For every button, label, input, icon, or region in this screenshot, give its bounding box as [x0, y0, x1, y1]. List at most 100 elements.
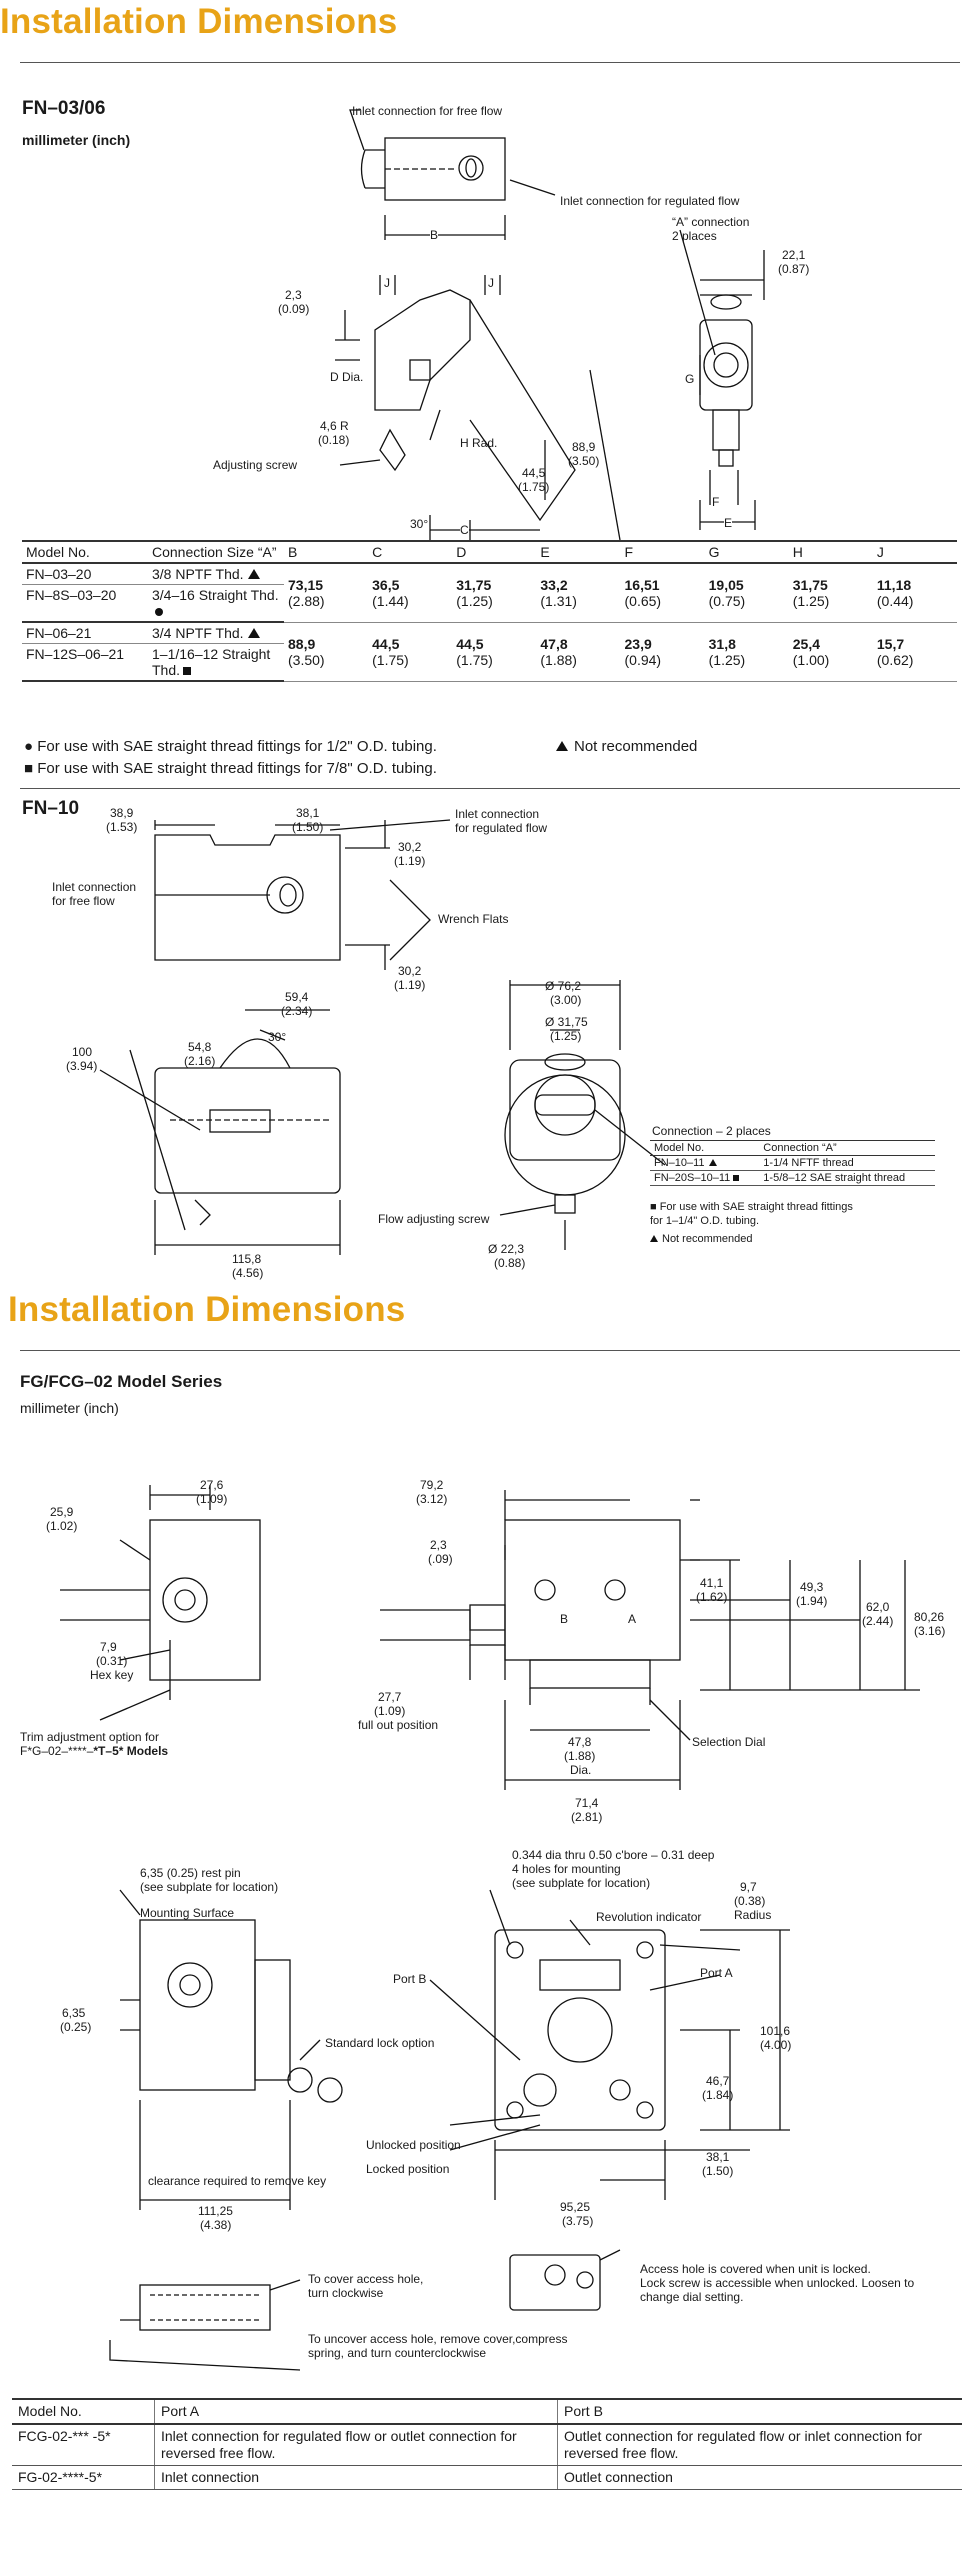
g1-g: 19,05(0.75): [704, 563, 789, 623]
fg-dim-7-9: 7,9: [100, 1640, 117, 1654]
fn0306-label-inlet-free: Inlet connection for free flow: [352, 104, 503, 118]
fn10-conn-title: Connection – 2 places: [652, 1124, 771, 1138]
th-d: D: [452, 540, 537, 564]
fn0306-note-1: ● For use with SAE straight thread fitti…: [24, 738, 437, 755]
fn10-note-1b: for 1–1/4" O.D. tubing.: [650, 1215, 760, 1227]
fn0306-label-inlet-regulated: Inlet connection for regulated flow: [560, 194, 740, 208]
fg-dim-62-0: 62,0: [866, 1600, 890, 1614]
fg-unlocked: Unlocked position: [366, 2138, 461, 2152]
fg-dim-46-7: 46,7: [706, 2074, 730, 2088]
fn10-dim-22-3: Ø 22,3: [488, 1242, 525, 1256]
fn10-dim-100: 100: [72, 1045, 93, 1059]
fn0306-dim-22-1: 22,1: [782, 248, 806, 262]
fg-access-2: Lock screw is accessible when unlocked. …: [640, 2276, 915, 2290]
fn10-drawing: [99, 819, 666, 1255]
fg-dim-49-3: 49,3: [800, 1580, 824, 1594]
not-recommended-icon: [708, 1159, 717, 1166]
th-c: C: [368, 540, 453, 564]
g2-f: 23,9(0.94): [620, 622, 705, 682]
fn10-flow-screw: Flow adjusting screw: [378, 1212, 490, 1226]
fn10-title: FN–10: [22, 798, 80, 819]
fn0306-title: FN–03/06: [22, 98, 106, 119]
g1-e: 33,2(1.31): [536, 563, 621, 623]
fg-cover-1: To cover access hole,: [308, 2272, 424, 2286]
fg-holes-3: (see subplate for location): [512, 1876, 651, 1890]
g1-b: 73,15(2.88): [284, 563, 369, 623]
fg-selection-dial: Selection Dial: [692, 1735, 766, 1749]
g2-model2: FN–12S–06–21: [22, 643, 148, 682]
th-connection: Connection Size “A”: [148, 540, 284, 564]
fg-dim-80-26: 80,26: [914, 1610, 945, 1624]
fn10-dim-59-4: 59,4: [285, 990, 309, 1004]
fn0306-C: C: [460, 523, 469, 537]
fn10-dim-3-94: (3.94): [66, 1059, 98, 1073]
fn10-r1-conn: 1-1/4 NFTF thread: [759, 1155, 935, 1171]
fg-rest-pin-2: (see subplate for location): [140, 1880, 279, 1894]
fn10-dim-115-8: 115,8: [232, 1252, 262, 1266]
fn10-dim-1-25: (1.25): [550, 1029, 582, 1043]
fg-holes-2: 4 holes for mounting: [512, 1862, 621, 1876]
fg-dim-1-94: (1.94): [796, 1594, 828, 1608]
fg-dim-0-31: (0.31): [96, 1654, 128, 1668]
bullet-icon: [155, 608, 163, 616]
g2-h: 25,4(1.00): [788, 622, 873, 682]
fg-dim-25-9: 25,9: [50, 1505, 74, 1519]
fg-r2-model: FG-02-****-5*: [12, 2465, 155, 2490]
fg-units: millimeter (inch): [20, 1400, 119, 1416]
th-f: F: [620, 540, 705, 564]
g1-conn1: 3/8 NPTF Thd.: [148, 563, 284, 585]
fn10-dim-38-9: 38,9: [110, 806, 134, 820]
fg-full-out: full out position: [358, 1718, 439, 1732]
fg-r2-port-b: Outlet connection: [557, 2465, 962, 2490]
fg-port-b-label: B: [560, 1612, 569, 1626]
fg-trim-2: F*G–02–****–*T–5* Models: [20, 1744, 169, 1758]
fn0306-dim-2-3: 2,3: [285, 288, 302, 302]
g1-model1: FN–03–20: [22, 563, 148, 585]
fn10-note-2: Not recommended: [650, 1232, 753, 1246]
fn0306-dim-0-87: (0.87): [778, 262, 810, 276]
fg-dim-2-3: 2,3: [430, 1538, 447, 1552]
fg-cover-2: turn clockwise: [308, 2286, 384, 2300]
g2-c: 44,5(1.75): [368, 622, 453, 682]
fg-dim-79-2: 79,2: [420, 1478, 444, 1492]
square-bullet-icon: [733, 1175, 740, 1181]
fn10-r1-model: FN–10–11: [650, 1155, 760, 1171]
fg-rev-ind: Revolution indicator: [596, 1910, 702, 1924]
fg-mounting-surface: Mounting Surface: [140, 1906, 235, 1920]
fg-dim-1-62: (1.62): [696, 1590, 728, 1604]
fg-dim-3-75: (3.75): [562, 2214, 594, 2228]
fg-locked: Locked position: [366, 2162, 450, 2176]
fg-th-model: Model No.: [12, 2398, 155, 2425]
fg-dim-41-1: 41,1: [700, 1576, 724, 1590]
g1-conn2: 3/4–16 Straight Thd.: [148, 584, 284, 623]
fn0306-F: F: [712, 495, 720, 509]
fg-dim-95-25: 95,25: [560, 2200, 591, 2214]
g2-b: 88,9(3.50): [284, 622, 369, 682]
fn0306-dim-88-9: 88,9: [572, 440, 596, 454]
fn10-dim-30-2a: 30,2: [398, 840, 422, 854]
fg-holes-1: 0.344 dia thru 0.50 c'bore – 0.31 deep: [512, 1848, 715, 1862]
fg-dim-111-25: 111,25: [198, 2204, 233, 2218]
fg-dim-1-88: (1.88): [564, 1749, 596, 1763]
fn10-dim-31-75: Ø 31,75: [545, 1015, 588, 1029]
fn10-r2-conn: 1-5/8–12 SAE straight thread: [759, 1170, 935, 1186]
fn10-dim-1-19a: (1.19): [394, 854, 426, 868]
fg-th-port-a: Port A: [154, 2398, 558, 2425]
divider: [20, 62, 960, 63]
fg-dim-9-7: 9,7: [740, 1880, 757, 1894]
fg-rest-pin: 6,35 (0.25) rest pin: [140, 1866, 241, 1880]
fn0306-d-dia: D Dia.: [330, 370, 364, 384]
fn10-inlet-regulated-2: for regulated flow: [455, 821, 548, 835]
fn0306-dim-0-09: (0.09): [278, 302, 310, 316]
g1-model2: FN–8S–03–20: [22, 584, 148, 623]
g1-c: 36,5(1.44): [368, 563, 453, 623]
fn10-wrench-flats: Wrench Flats: [438, 912, 509, 926]
th-h: H: [788, 540, 873, 564]
fn10-dim-76-2: Ø 76,2: [545, 979, 582, 993]
fn0306-dim-3-50: (3.50): [568, 454, 600, 468]
fn0306-E: E: [724, 516, 733, 530]
fn0306-dim-4-6r: 4,6 R: [320, 419, 349, 433]
fn0306-G: G: [685, 372, 695, 386]
fn10-dim-2-34: (2.34): [281, 1004, 313, 1018]
fn10-dim-2-16: (2.16): [184, 1054, 216, 1068]
